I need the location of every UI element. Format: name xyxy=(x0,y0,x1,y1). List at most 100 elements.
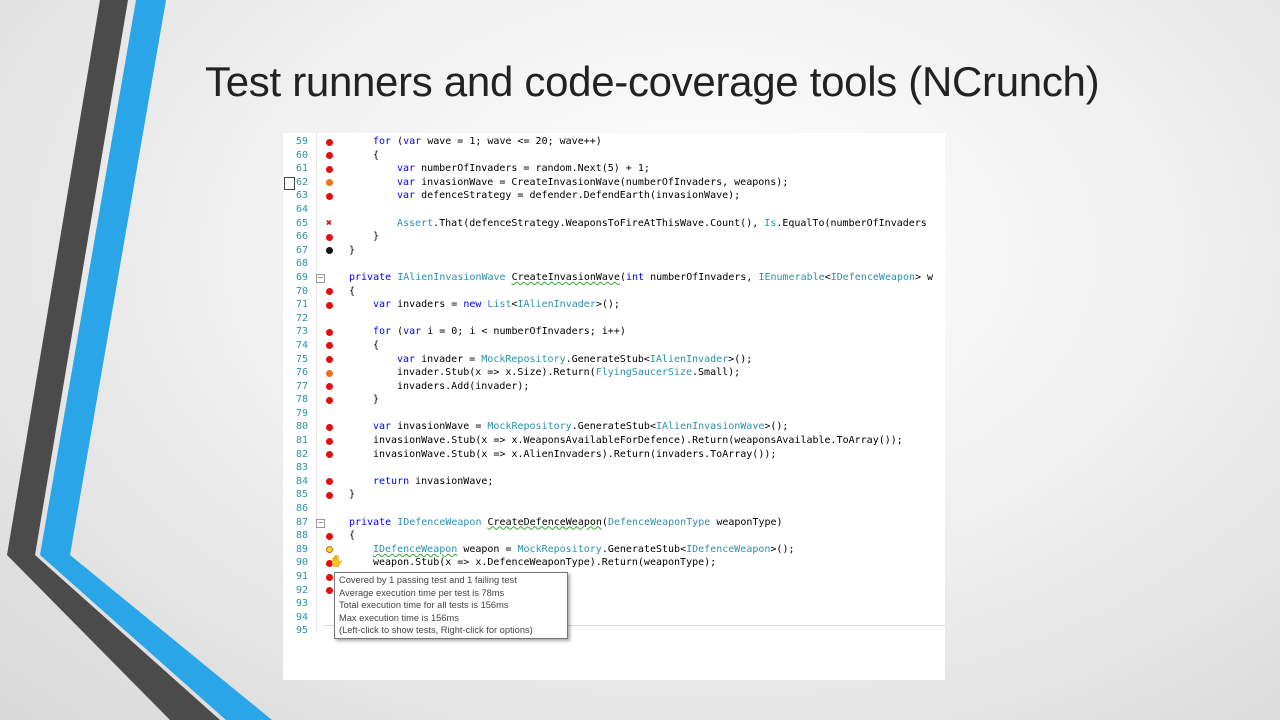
coverage-marker-red[interactable] xyxy=(326,396,333,404)
line-number: 81 xyxy=(295,435,308,447)
coverage-marker-black[interactable] xyxy=(326,247,333,255)
line-number: 62 xyxy=(295,176,308,188)
code-token: >(); xyxy=(770,543,795,555)
code-token: .GenerateStub< xyxy=(571,421,656,433)
code-text: weapon.Stub(x => x.DefenceWeaponType).Re… xyxy=(373,556,716,570)
collapse-region-icon[interactable]: − xyxy=(316,518,325,528)
collapse-region-icon[interactable]: − xyxy=(316,273,325,283)
code-line: 74{ xyxy=(283,339,945,353)
line-number: 73 xyxy=(295,326,308,338)
code-token: ( xyxy=(391,136,404,147)
code-token: { xyxy=(373,149,380,161)
code-token: ( xyxy=(391,326,404,338)
code-token: Is xyxy=(764,217,777,229)
coverage-marker-red[interactable] xyxy=(326,301,333,309)
code-token: invader = xyxy=(415,353,482,365)
coverage-tooltip: Covered by 1 passing test and 1 failing … xyxy=(334,572,568,639)
code-text: invasionWave.Stub(x => x.AlienInvaders).… xyxy=(373,448,776,462)
coverage-marker-yellow[interactable] xyxy=(326,546,333,554)
code-line: 79 xyxy=(283,407,945,421)
code-line: 91 xyxy=(283,570,945,584)
line-number: 79 xyxy=(295,407,308,419)
coverage-marker-red[interactable] xyxy=(326,342,333,350)
code-line: 70{ xyxy=(283,285,945,299)
coverage-marker-red[interactable] xyxy=(326,451,333,459)
line-number: 84 xyxy=(295,475,308,487)
code-line: 72 xyxy=(283,312,945,326)
code-token: IDefenceWeapon xyxy=(373,543,458,555)
code-line: 86 xyxy=(283,502,945,516)
coverage-marker-red[interactable] xyxy=(326,288,333,296)
coverage-marker-red[interactable] xyxy=(326,587,333,595)
coverage-marker-red[interactable] xyxy=(326,233,333,241)
code-line: 69−private IAlienInvasionWave CreateInva… xyxy=(283,271,945,285)
code-text: for (var wave = 1; wave <= 20; wave++) xyxy=(373,135,602,149)
code-token: IDefenceWeapon xyxy=(830,271,916,283)
code-token: return xyxy=(373,475,410,487)
code-line: 59 for (var wave = 1; wave <= 20; wave++) xyxy=(283,135,945,149)
code-text: var invasionWave = CreateInvasionWave(nu… xyxy=(397,176,788,190)
code-token: defenceStrategy = defender.DefendEarth(i… xyxy=(415,190,741,202)
code-token: IAlienInvasionWave xyxy=(655,421,765,433)
coverage-marker-red[interactable] xyxy=(326,192,333,200)
coverage-marker-red[interactable] xyxy=(326,437,333,445)
code-token: MockRepository xyxy=(481,353,566,365)
line-number: 94 xyxy=(295,611,308,623)
code-token: private xyxy=(349,516,392,528)
coverage-marker-red[interactable] xyxy=(326,559,333,567)
code-text: private IDefenceWeapon CreateDefenceWeap… xyxy=(349,516,783,530)
coverage-marker-red[interactable] xyxy=(326,573,333,581)
code-text: return invasionWave; xyxy=(373,475,493,489)
code-token: < xyxy=(511,299,518,311)
coverage-marker-red[interactable] xyxy=(326,491,333,499)
tooltip-line: Average execution time per test is 78ms xyxy=(339,587,505,598)
code-token: > w xyxy=(915,271,934,283)
coverage-marker-red[interactable] xyxy=(326,138,333,146)
code-token: CreateDefenceWeapon xyxy=(487,516,602,528)
code-token: ( xyxy=(619,271,626,283)
line-number: 71 xyxy=(295,299,308,311)
code-token: IAlienInvasionWave xyxy=(397,271,506,283)
code-token: wave = 1; wave <= 20; wave++) xyxy=(421,136,602,147)
tooltip-line: Max execution time is 156ms xyxy=(339,612,459,623)
failing-test-icon[interactable]: ✖ xyxy=(326,217,333,229)
margin-glyph-icon xyxy=(284,177,295,190)
coverage-marker-red[interactable] xyxy=(326,165,333,173)
line-number: 60 xyxy=(295,149,308,161)
line-number: 85 xyxy=(295,489,308,501)
code-text: private IAlienInvasionWave CreateInvasio… xyxy=(349,271,933,285)
coverage-marker-red[interactable] xyxy=(326,356,333,363)
code-line: 67} xyxy=(283,244,945,258)
line-number: 59 xyxy=(295,136,308,147)
code-text: Assert.That(defenceStrategy.WeaponsToFir… xyxy=(397,217,927,231)
coverage-marker-red[interactable] xyxy=(326,532,333,540)
code-token: MockRepository xyxy=(487,421,572,433)
coverage-marker-red[interactable] xyxy=(326,423,333,431)
code-line: 83 xyxy=(283,461,945,475)
code-token: weaponType) xyxy=(710,516,783,528)
code-line: 93 xyxy=(283,597,945,611)
coverage-marker-red[interactable] xyxy=(326,152,333,160)
code-token: invasionWave; xyxy=(409,475,494,487)
line-number: 87 xyxy=(295,516,308,528)
code-token: weapon.Stub(x => x.DefenceWeaponType).Re… xyxy=(373,557,717,569)
code-token: .Small); xyxy=(692,367,741,379)
code-token: DefenceWeaponType xyxy=(607,516,711,528)
coverage-marker-red[interactable] xyxy=(326,328,333,336)
code-editor-screenshot: 59 for (var wave = 1; wave <= 20; wave++)… xyxy=(283,133,945,680)
code-token: { xyxy=(373,339,380,351)
line-number: 63 xyxy=(295,190,308,202)
line-number: 61 xyxy=(295,163,308,175)
coverage-marker-orange[interactable] xyxy=(326,179,333,187)
coverage-marker-orange[interactable] xyxy=(326,369,333,377)
mouse-cursor-icon: ✋ xyxy=(329,554,344,568)
code-token: ( xyxy=(601,516,608,528)
coverage-marker-red[interactable] xyxy=(326,383,333,391)
code-token: IDefenceWeapon xyxy=(397,516,482,528)
coverage-marker-red[interactable] xyxy=(326,478,333,486)
